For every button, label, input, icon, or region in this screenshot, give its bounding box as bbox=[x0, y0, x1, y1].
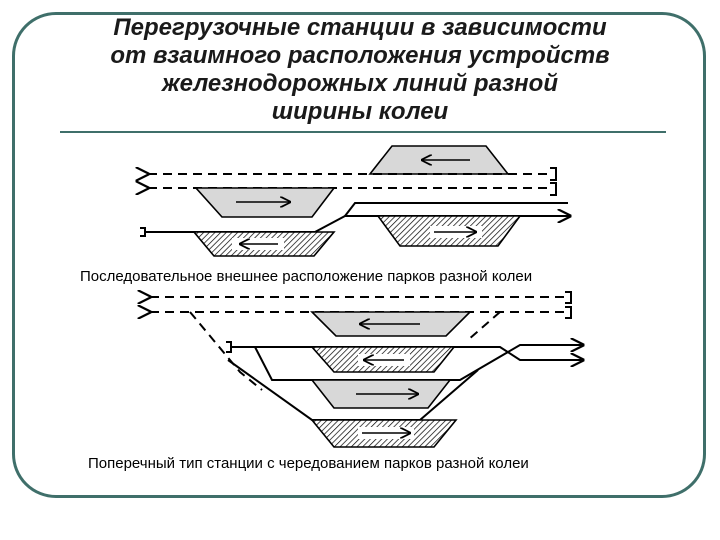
dashed-diagonal-left bbox=[189, 311, 263, 391]
diagram-transverse bbox=[150, 291, 583, 448]
diagram-sequential bbox=[140, 145, 570, 257]
solid-track-2 bbox=[254, 345, 583, 381]
solid-track-stub bbox=[140, 227, 146, 237]
title-line-3: железнодорожных линий разной bbox=[162, 70, 558, 97]
title-underline bbox=[60, 131, 666, 133]
title-line-4: ширины колеи bbox=[271, 98, 449, 125]
title-line-1: Перегрузочные станции в зависимости bbox=[113, 14, 607, 41]
track-end-top-1 bbox=[565, 291, 572, 304]
dashed-diagonal-right bbox=[467, 311, 501, 341]
solid-stub-1 bbox=[226, 341, 232, 353]
slide-frame bbox=[12, 12, 706, 498]
track-end-2 bbox=[550, 182, 557, 196]
solid-track-upper bbox=[344, 202, 568, 217]
slide-title: Перегрузочные станции в зависимости от в… bbox=[40, 14, 680, 126]
title-line-2: от взаимного расположения устройств bbox=[110, 42, 610, 69]
caption-sequential: Последовательное внешнее расположение па… bbox=[80, 268, 533, 285]
caption-transverse: Поперечный тип станции с чередованием па… bbox=[88, 455, 529, 472]
track-end-1 bbox=[550, 167, 557, 181]
track-end-top-2 bbox=[565, 306, 572, 319]
